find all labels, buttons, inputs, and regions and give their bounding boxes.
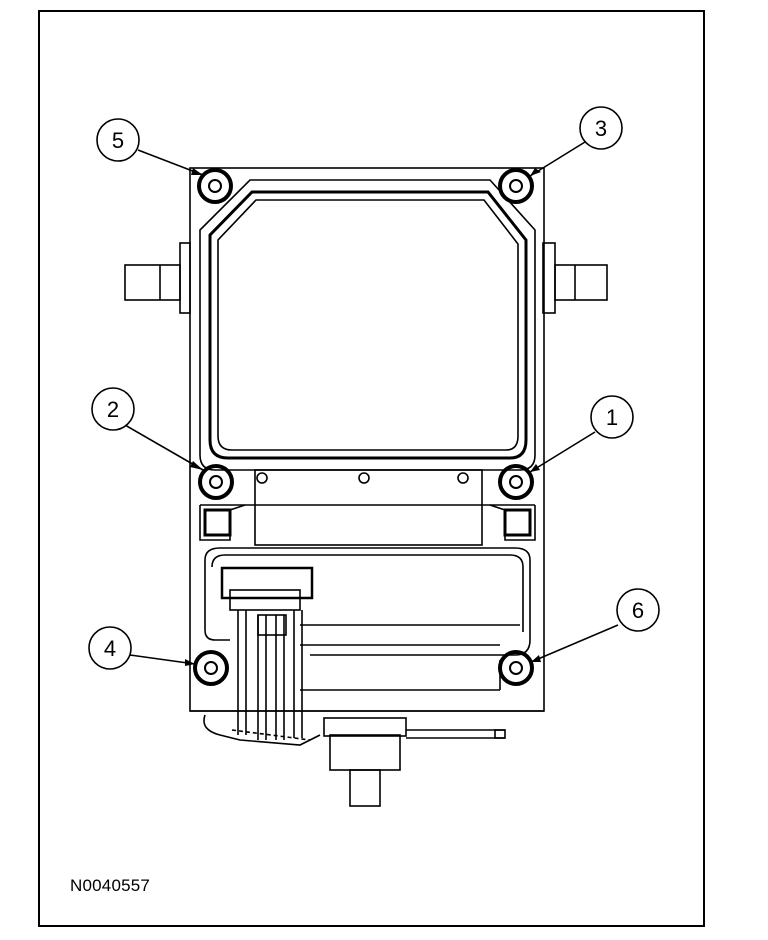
callout-1: 1 <box>590 395 634 439</box>
callout-label-4: 4 <box>104 636 116 661</box>
figure-frame <box>38 10 705 927</box>
callout-label-5: 5 <box>112 128 124 153</box>
right-mounting-stud <box>542 242 608 314</box>
callout-3: 3 <box>579 106 623 150</box>
callout-5: 5 <box>96 118 140 162</box>
leader-arrowheads <box>185 168 541 666</box>
callout-label-3: 3 <box>595 116 607 141</box>
leader-lines <box>124 141 619 665</box>
callout-label-1: 1 <box>606 405 618 430</box>
callout-2: 2 <box>91 387 135 431</box>
bolt-2 <box>198 464 234 500</box>
wire-harness-connector <box>203 566 506 807</box>
bolt-3 <box>498 168 534 204</box>
module-housing <box>189 167 545 712</box>
callout-label-6: 6 <box>632 598 644 623</box>
left-mounting-stud <box>124 242 191 314</box>
bolt-4 <box>193 650 229 686</box>
bolt-6 <box>498 650 534 686</box>
callout-label-2: 2 <box>107 397 119 422</box>
bolt-5 <box>197 168 233 204</box>
callout-4: 4 <box>88 626 132 670</box>
callout-6: 6 <box>616 588 660 632</box>
figure-id-label: N0040557 <box>70 876 151 895</box>
bolt-1 <box>498 464 534 500</box>
